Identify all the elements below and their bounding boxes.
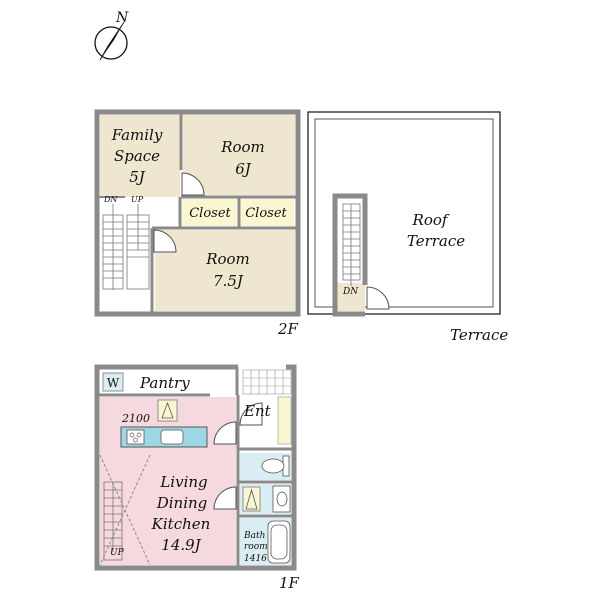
ldk-size: 14.9J [161,536,201,554]
entrance-label: Ent [243,402,272,420]
fridge-icon [161,401,174,419]
room-6j-size: 6J [235,160,252,178]
washer-box [102,372,124,392]
washbasin-icon [276,491,288,507]
roof-stair-dn: DN [342,287,359,297]
roof-terrace-inner [314,118,494,308]
bathroom-line2: room [244,542,268,552]
room-7j-name: Room [205,250,250,268]
wall-2f-outer [94,109,301,317]
closet-left-floor [182,199,237,226]
toilet-icon [261,458,285,474]
room-7j-floor [155,230,295,311]
closet-right-floor [241,199,294,226]
ldk-line1: Living [159,473,207,491]
ldk-floor [100,397,236,565]
ldk-line2: Dining [156,494,208,512]
terrace-label: Terrace [450,326,508,344]
roof-stair-core-wall [332,193,368,317]
floor-1f: W Pantry 2100 Ent Living Dining Kitchen … [94,364,300,592]
stair-2f-dn: DN [103,195,118,204]
compass-needle-tail-icon [99,21,125,61]
bathroom-line1: Bath [243,531,265,541]
compass-circle [94,26,128,60]
door-swing-room-7j [153,229,177,253]
stair-1f-up: UP [110,548,125,558]
roof-terrace-outline [307,111,501,315]
washer-icon [245,488,258,510]
roof-stair [342,203,361,286]
porch-tiles [242,369,292,395]
family-space-floor [100,115,180,197]
door-swing-entrance [239,402,263,426]
compass: N [94,10,129,61]
door-swing-ldk [213,421,237,445]
stair-2f-up: UP [131,195,144,204]
compass-north-label: N [115,10,129,26]
family-space-line1: Family [111,126,163,144]
floor-2f-label: 2F [277,320,299,338]
stair-2f [102,204,150,290]
roof-terrace: DN Roof Terrace Terrace [307,111,508,344]
roof-stair-landing [337,283,365,311]
ldk-line3: Kitchen [151,515,211,533]
family-space-line2: Space [114,147,160,165]
bathroom-size: 1416 [244,554,267,564]
closet-right-label: Closet [245,206,287,221]
stove-icon [126,429,145,445]
pantry-floor [100,371,236,393]
wall-1f-outer [94,364,297,571]
door-swing-room-6j [181,172,205,196]
roof-terrace-name-line1: Roof [412,211,450,229]
family-space-size: 5J [129,168,146,186]
pantry-label: Pantry [139,374,190,392]
washer-label: W [107,376,120,390]
room-7j-size: 7.5J [213,272,244,290]
closet-left-label: Closet [189,206,231,221]
counter-width-label: 2100 [121,412,150,425]
sink-icon [160,429,184,445]
room-6j-name: Room [220,138,265,156]
stair-1f [99,454,151,566]
roof-terrace-name-line2: Terrace [407,232,465,250]
bathtub-inner [270,524,288,560]
stair-2f-area [100,197,150,311]
door-swing-roof [366,286,390,310]
floor-1f-label: 1F [279,574,300,592]
door-swing-wash [213,486,237,510]
room-6j-floor [183,115,295,195]
floor-2f: Family Space 5J Room 6J Closet Closet Ro… [94,109,301,338]
entrance-step [277,396,292,445]
